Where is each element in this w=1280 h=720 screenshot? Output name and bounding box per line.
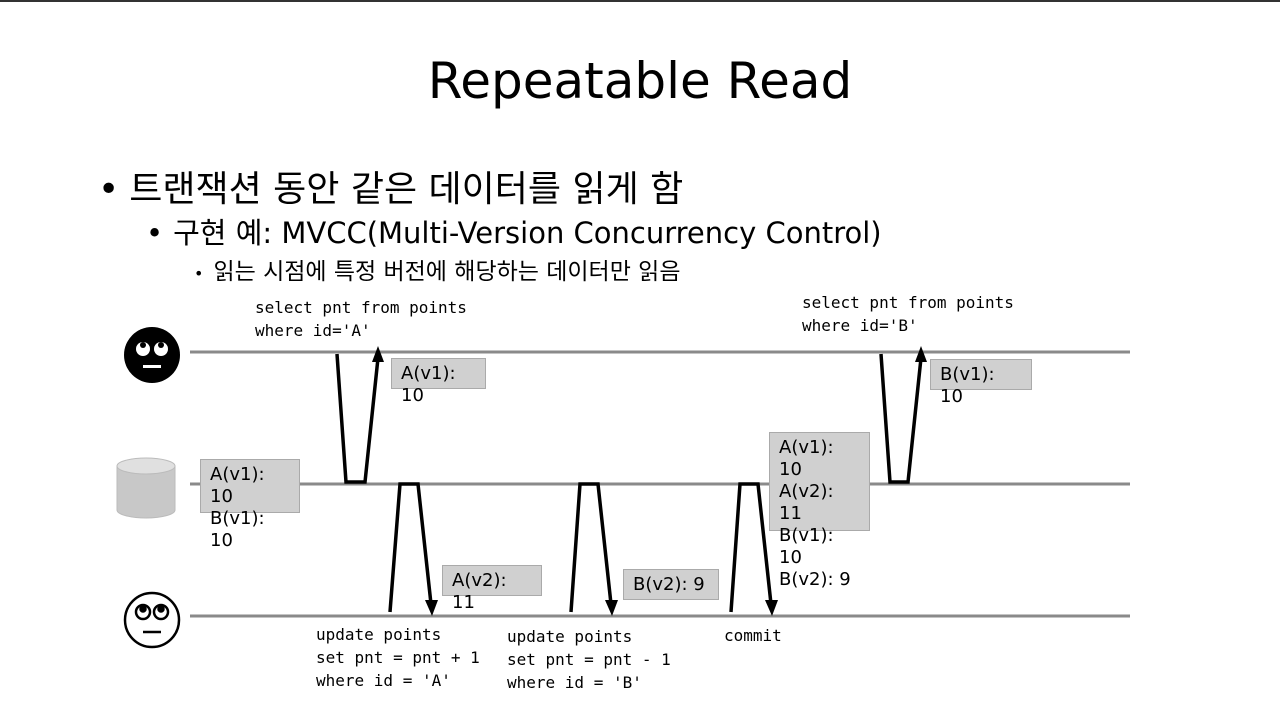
read-a-result: A(v1): 10 (391, 358, 486, 406)
bullet-level2: •구현 예: MVCC(Multi-Version Concurrency Co… (146, 216, 882, 250)
bullet-text: 구현 예: MVCC(Multi-Version Concurrency Con… (173, 216, 882, 250)
write-b-version: B(v2): 9 (623, 569, 719, 600)
update-a-arrow (388, 482, 433, 613)
arrowhead-icon (425, 600, 438, 616)
arrowhead-icon (605, 600, 618, 616)
write-a-version: A(v2): 11 (442, 565, 542, 613)
commit-arrow (729, 482, 773, 613)
slide-title: Repeatable Read (427, 52, 853, 110)
arrowhead-icon (765, 600, 778, 616)
bullet-level1: •트랜잭션 동안 같은 데이터를 읽게 함 (98, 169, 684, 210)
bullet-level3: •읽는 시점에 특정 버전에 해당하는 데이터만 읽음 (194, 259, 681, 285)
update-b-arrow (569, 482, 613, 613)
eye-roll-face-dark-icon (124, 327, 180, 383)
arrowhead-icon (372, 346, 384, 362)
select-b-arrow (879, 353, 923, 484)
arrowhead-icon (915, 346, 927, 362)
read-b-result: B(v1): 10 (930, 359, 1032, 407)
bullet-text: 트랜잭션 동안 같은 데이터를 읽게 함 (129, 169, 684, 210)
bullet-text: 읽는 시점에 특정 버전에 해당하는 데이터만 읽음 (213, 259, 681, 285)
select-a-arrow (335, 353, 380, 484)
database-icon (116, 457, 176, 519)
eye-roll-face-light-icon (123, 591, 181, 649)
top-border (0, 0, 1280, 2)
commit-label: commit (724, 626, 782, 645)
